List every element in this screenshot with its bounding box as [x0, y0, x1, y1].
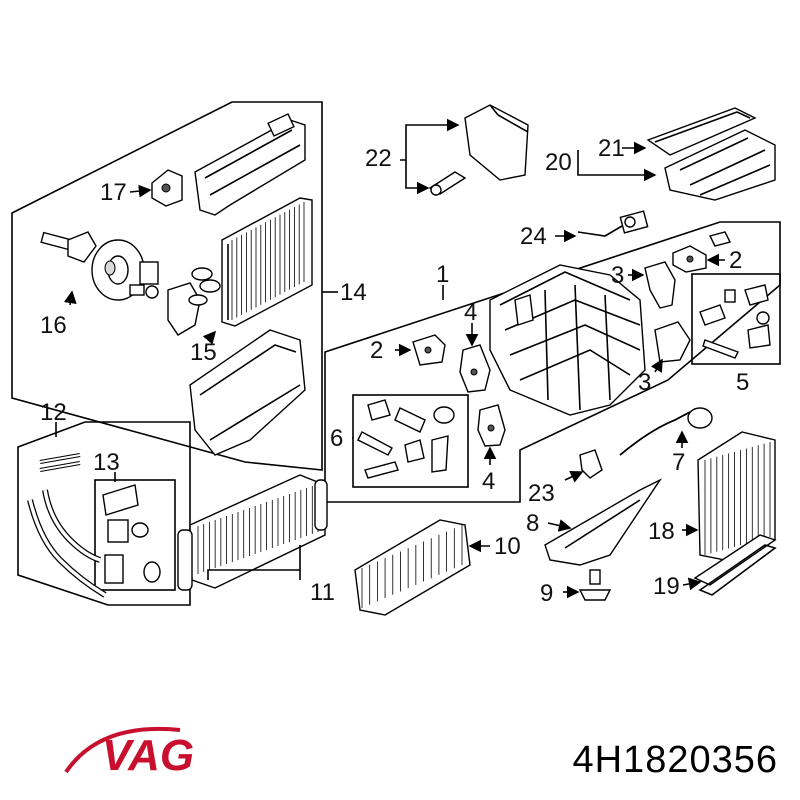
callout-21: 21	[598, 135, 625, 162]
group-outline-12	[17, 421, 191, 606]
callout-3-lower: 3	[638, 369, 651, 396]
vag-logo-text: VAG	[102, 731, 194, 780]
callout-8: 8	[526, 510, 539, 537]
part-3-bracket-upper	[644, 261, 676, 309]
group-outline-left	[11, 101, 323, 471]
part-11-radiator	[177, 474, 328, 591]
part-6-linkages	[357, 399, 455, 479]
callout-10: 10	[494, 533, 521, 560]
part-20-housing	[664, 129, 776, 201]
callout-15: 15	[190, 339, 217, 366]
callout-11: 11	[310, 579, 335, 606]
callout-20: 20	[545, 149, 572, 176]
callout-1: 1	[436, 261, 449, 288]
part-2-actuator-left	[412, 334, 446, 366]
part-8-plate	[544, 478, 663, 566]
part-13-seals	[102, 484, 161, 584]
group-outline-6	[352, 394, 469, 488]
part-21-lid	[646, 107, 757, 156]
part-15-housing	[189, 329, 306, 456]
part-23-clip	[579, 449, 603, 479]
callout-12: 12	[40, 399, 67, 426]
part-2-screw	[708, 231, 732, 247]
part-1-hvac-unit	[489, 264, 646, 416]
callout-23: 23	[528, 480, 555, 507]
callout-14: 14	[340, 279, 367, 306]
part-16-blower	[40, 231, 221, 336]
callout-3-upper: 3	[611, 262, 624, 289]
callout-5: 5	[736, 369, 749, 396]
callout-17: 17	[100, 179, 127, 206]
callout-6: 6	[330, 425, 343, 452]
callout-19: 19	[653, 573, 680, 600]
group-outline-5	[691, 273, 781, 365]
callout-18: 18	[648, 518, 675, 545]
leader-lines	[55, 118, 725, 599]
callout-4-upper: 4	[464, 299, 477, 326]
part-19-cover	[693, 534, 777, 596]
callout-7: 7	[672, 449, 685, 476]
part-17-mount	[151, 169, 183, 207]
part-number: 4H1820356	[572, 739, 778, 781]
part-2-actuator-right	[672, 245, 707, 273]
part-12-pipes	[27, 453, 107, 598]
part-24-sensor	[577, 210, 649, 237]
callout-4-lower: 4	[482, 468, 495, 495]
part-4-servo-upper	[459, 344, 491, 393]
part-7-hose	[619, 407, 713, 456]
callout-13: 13	[93, 449, 120, 476]
part-10-evaporator	[354, 519, 471, 616]
callout-22: 22	[365, 145, 392, 172]
part-4-servo-lower	[477, 404, 506, 447]
vag-logo: VAG	[64, 726, 194, 780]
callout-24: 24	[520, 223, 547, 250]
callout-16: 16	[40, 312, 67, 339]
part-5-linkages	[699, 284, 771, 359]
group-outline-13	[94, 479, 176, 591]
part-3-bracket-lower	[654, 321, 691, 363]
part-9-fastener	[578, 569, 612, 601]
part-14-frame	[194, 113, 306, 216]
part-22-filter	[428, 104, 529, 196]
callout-9: 9	[540, 580, 553, 607]
callout-2-left: 2	[370, 337, 383, 364]
group-outline-center	[324, 221, 781, 503]
callout-2-right: 2	[729, 247, 742, 274]
part-14-radiator	[221, 197, 313, 327]
